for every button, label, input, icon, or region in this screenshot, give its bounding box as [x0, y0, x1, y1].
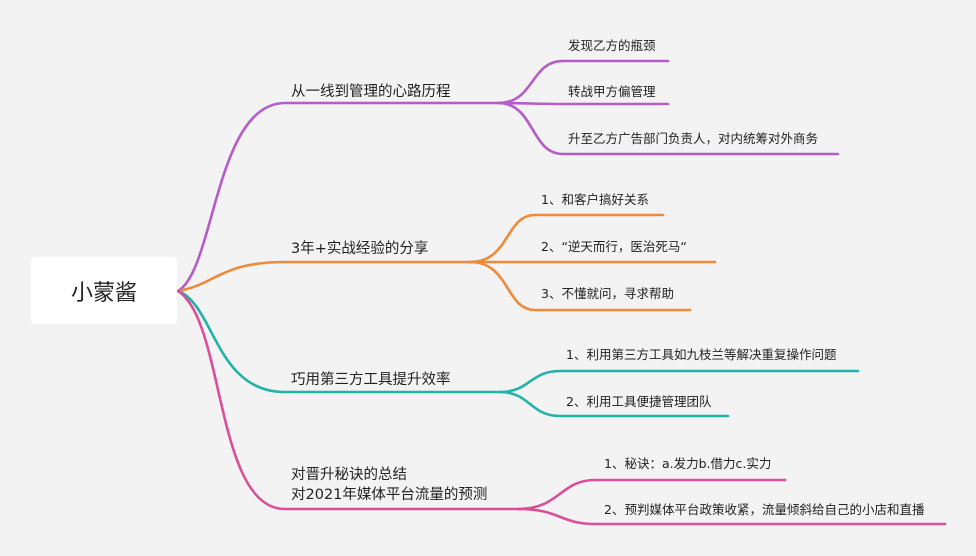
branch-node-4-line-1: 对晋升秘诀的总结	[291, 467, 407, 483]
connector-leaf-2-1	[468, 213, 665, 264]
connector-leaf-1-1	[496, 59, 670, 105]
leaf-node-4-1[interactable]: 1、秘诀：a.发力b.借力c.实力	[604, 456, 772, 471]
leaf-node-1-3[interactable]: 升至乙方广告部门负责人，对内统筹对外商务	[568, 131, 819, 146]
connector-branch-3	[176, 289, 502, 394]
leaf-node-4-2[interactable]: 2、预判媒体平台政策收紧，流量倾斜给自己的小店和直播	[604, 502, 925, 517]
branch-node-4[interactable]: 对晋升秘诀的总结 对2021年媒体平台流量的预测	[291, 465, 487, 505]
leaf-node-2-3[interactable]: 3、不懂就问，寻求帮助	[541, 286, 674, 301]
leaf-node-3-1[interactable]: 1、利用第三方工具如九枝兰等解决重复操作问题	[566, 347, 837, 362]
branch-node-4-line-2: 对2021年媒体平台流量的预测	[291, 487, 488, 503]
branch-node-2[interactable]: 3年+实战经验的分享	[291, 241, 429, 257]
root-node-label: 小蒙酱	[70, 280, 137, 306]
leaf-node-1-2[interactable]: 转战甲方偏管理	[568, 84, 656, 99]
connector-branch-2	[176, 260, 472, 293]
connector-branch-4	[176, 289, 520, 511]
connector-leaf-1-2	[496, 101, 670, 106]
branch-node-3[interactable]: 巧用第三方工具提升效率	[291, 372, 451, 388]
connector-leaf-3-2	[498, 390, 730, 418]
leaf-node-1-1[interactable]: 发现乙方的瓶颈	[568, 38, 656, 53]
leaf-node-2-1[interactable]: 1、和客户搞好关系	[541, 192, 649, 207]
connector-branch-1	[176, 101, 500, 293]
connector-leaf-4-1	[516, 478, 787, 511]
leaf-node-2-2[interactable]: 2、“逆天而行，医治死马“	[541, 239, 687, 254]
leaf-node-3-2[interactable]: 2、利用工具便捷管理团队	[566, 394, 712, 409]
connector-leaf-1-3	[496, 101, 840, 156]
root-node[interactable]: 小蒙酱	[31, 257, 177, 324]
connector-leaf-4-2	[516, 507, 947, 526]
branch-node-1[interactable]: 从一线到管理的心路历程	[291, 84, 451, 100]
connector-leaf-3-1	[498, 369, 860, 394]
connector-leaf-2-3	[468, 260, 692, 312]
